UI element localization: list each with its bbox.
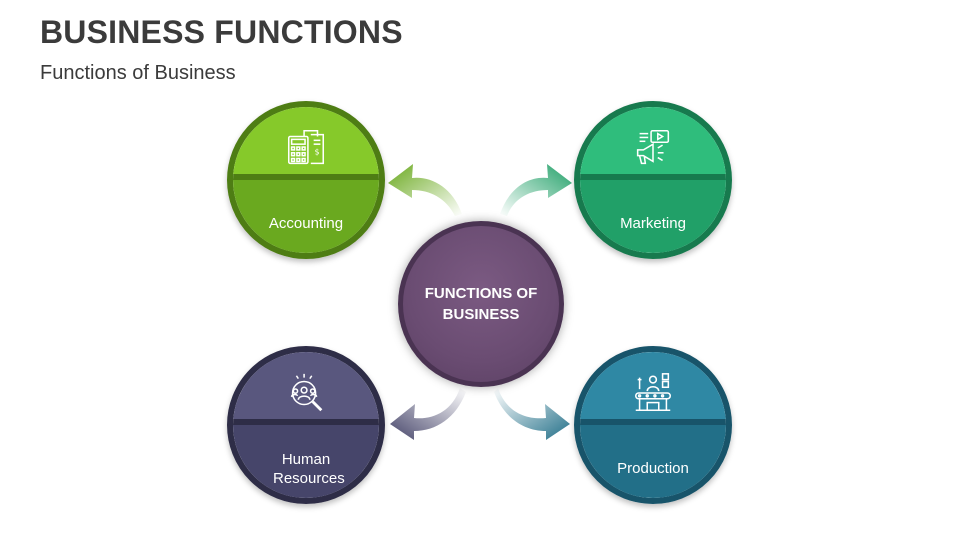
node-label-production: Production <box>617 460 689 477</box>
node-label-accounting: Accounting <box>268 215 344 232</box>
node-top <box>580 107 726 175</box>
node-marketing: Marketing <box>574 101 732 259</box>
center-hub-label: FUNCTIONS OF BUSINESS <box>424 285 538 323</box>
arrow-to-production <box>494 388 570 440</box>
page-title: BUSINESS FUNCTIONS <box>40 14 403 50</box>
page-subtitle: Functions of Business <box>40 62 236 84</box>
factory-conveyor-icon <box>634 372 672 411</box>
people-search-icon <box>290 373 323 411</box>
svg-text:$: $ <box>315 147 320 156</box>
node-accounting: $ Accounting <box>227 101 385 259</box>
node-band <box>580 419 726 425</box>
node-label-human-resources: Human Resources <box>273 451 345 487</box>
calculator-document-icon: $ <box>287 129 325 164</box>
node-band <box>580 174 726 180</box>
arrow-to-marketing <box>500 164 572 216</box>
node-top <box>233 352 379 420</box>
node-band <box>233 174 379 180</box>
node-label-marketing: Marketing <box>620 215 686 232</box>
node-band <box>233 419 379 425</box>
megaphone-video-icon <box>636 129 670 164</box>
node-bottom <box>580 425 726 498</box>
node-production: Production <box>574 346 732 504</box>
arrow-to-accounting <box>388 164 462 216</box>
center-hub: FUNCTIONS OF BUSINESS <box>398 221 564 387</box>
node-bottom <box>233 425 379 498</box>
node-human-resources: Human Resources <box>227 346 385 504</box>
node-bottom <box>233 180 379 253</box>
node-bottom <box>580 180 726 253</box>
arrow-to-human-resources <box>390 388 466 440</box>
